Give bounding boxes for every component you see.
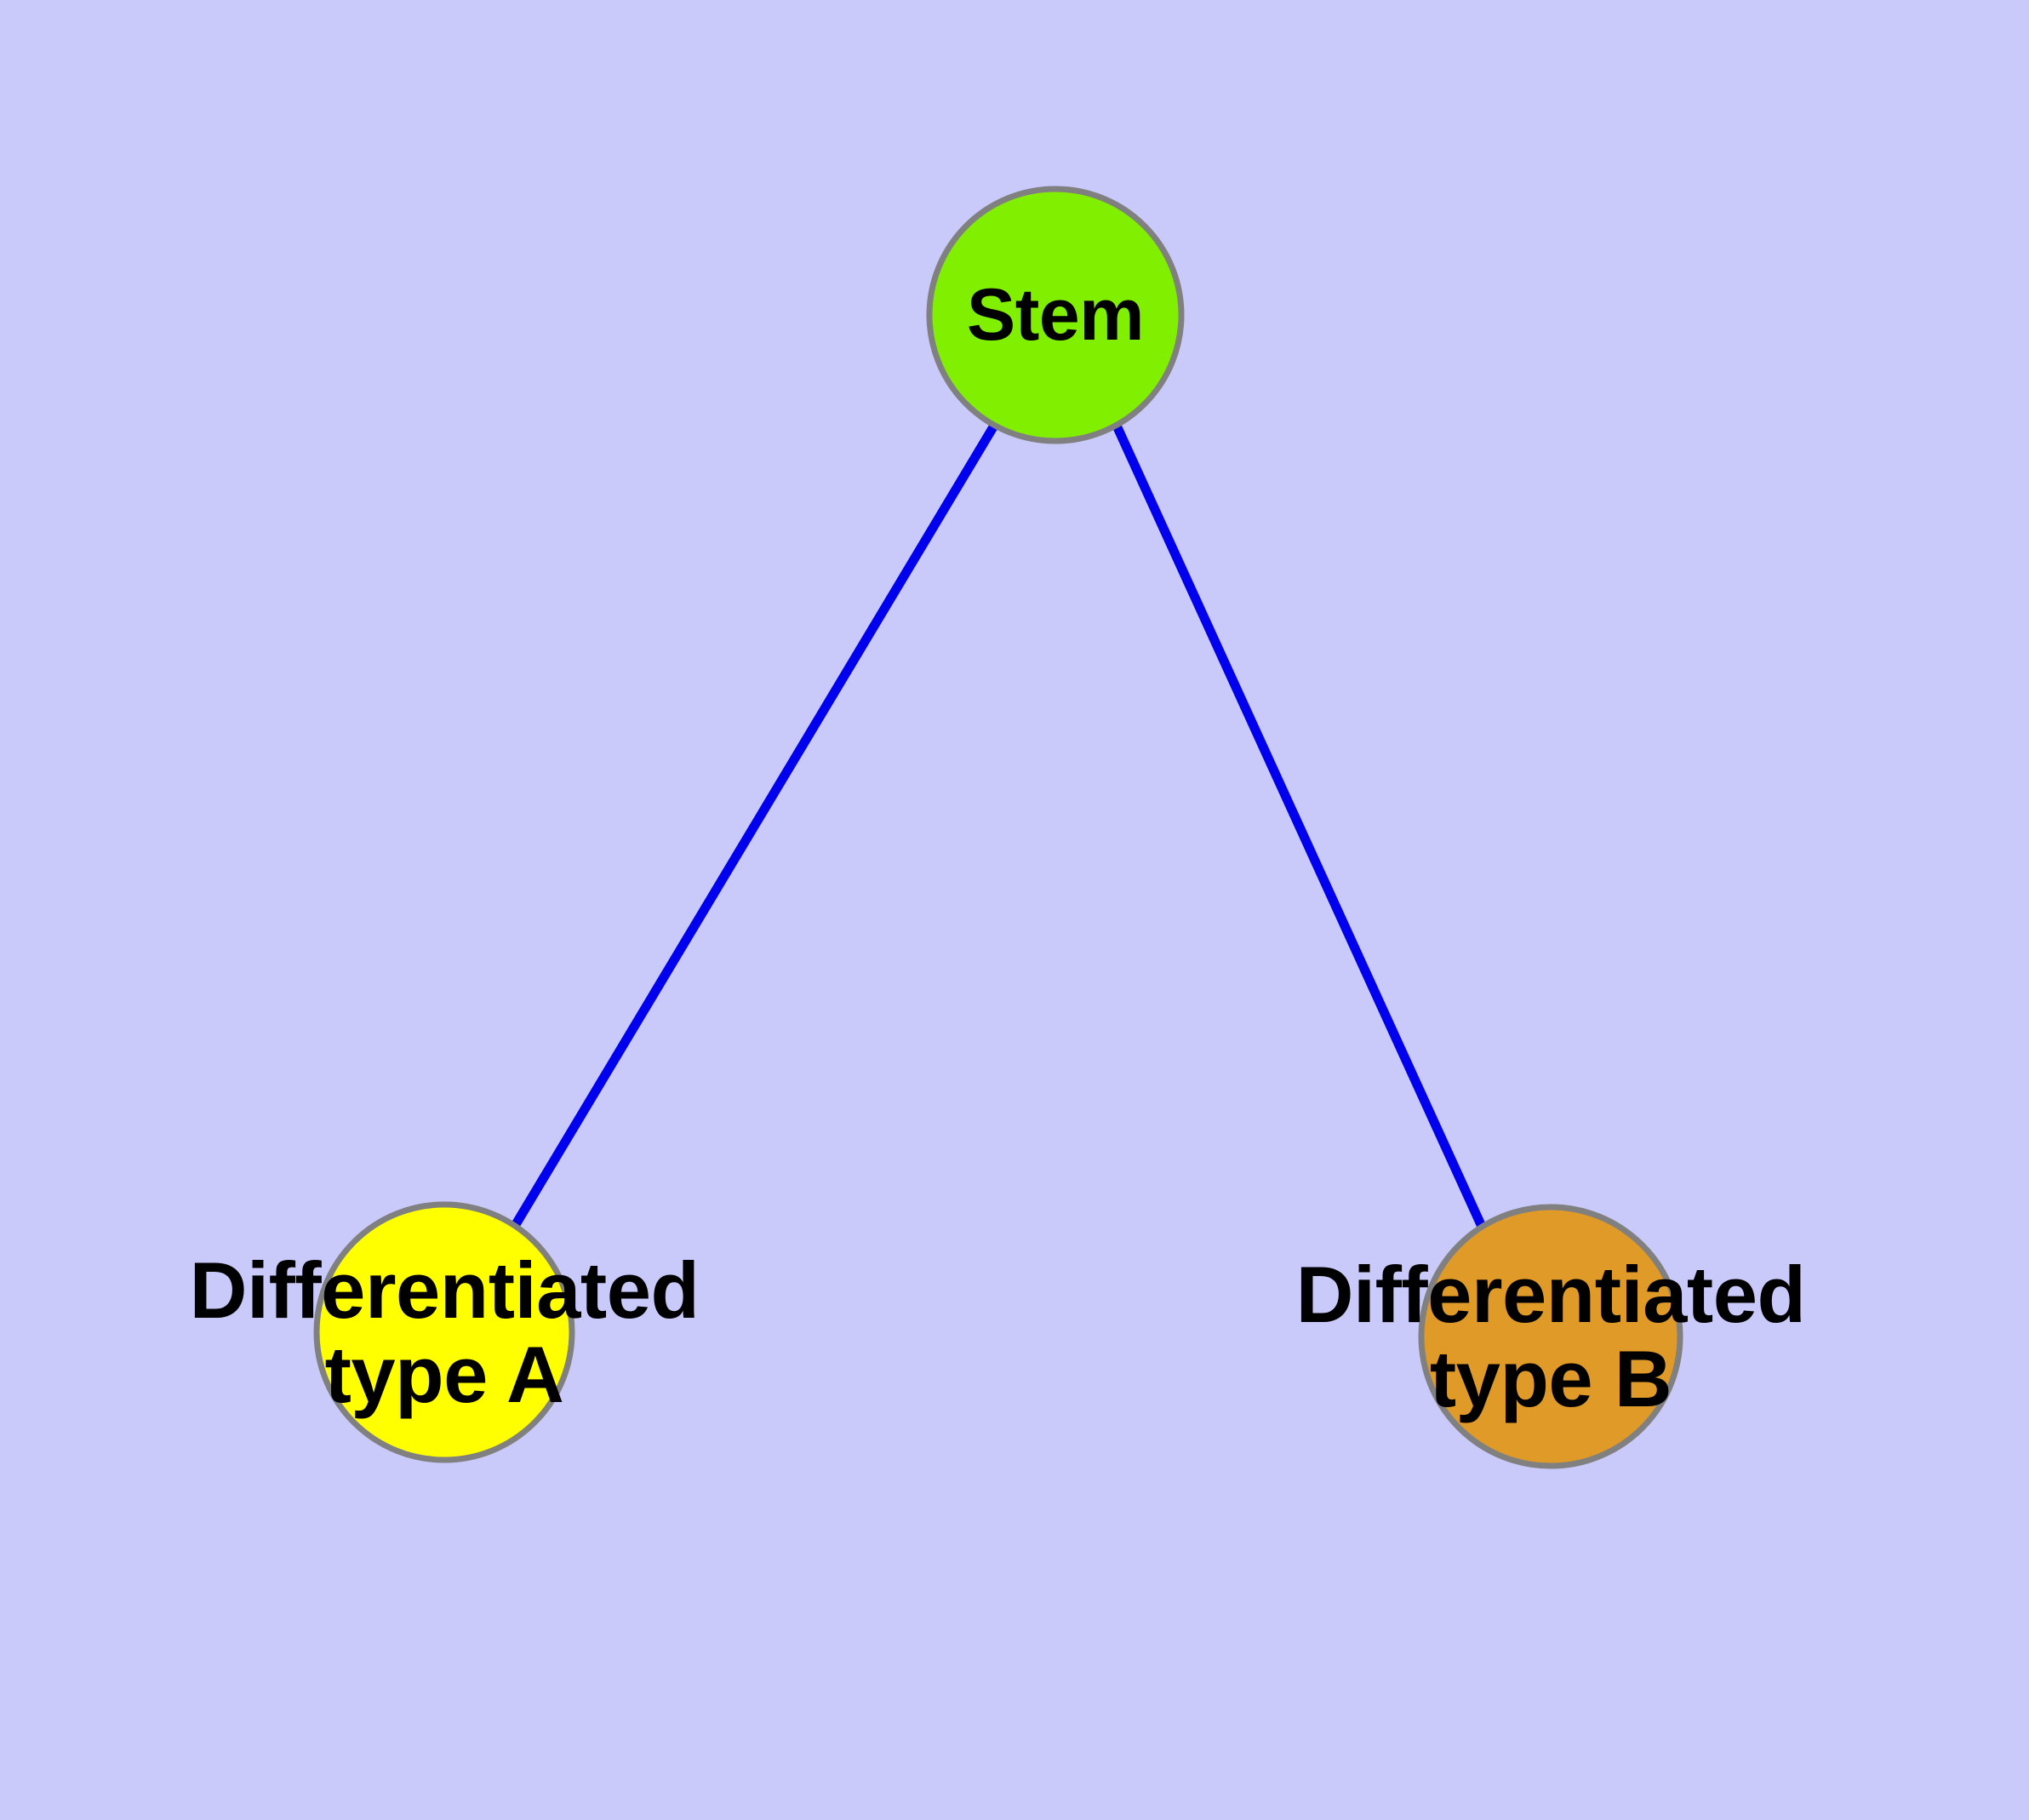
node-differentiated-type-a[interactable] bbox=[313, 1201, 575, 1463]
edge-stem-to-differentiated-a[interactable] bbox=[511, 423, 998, 1228]
node-stem[interactable] bbox=[926, 186, 1185, 444]
node-differentiated-type-b[interactable] bbox=[1418, 1204, 1683, 1469]
node-group bbox=[313, 186, 1683, 1469]
edge-stem-to-differentiated-b[interactable] bbox=[1112, 423, 1488, 1231]
edge-group bbox=[511, 423, 1488, 1231]
